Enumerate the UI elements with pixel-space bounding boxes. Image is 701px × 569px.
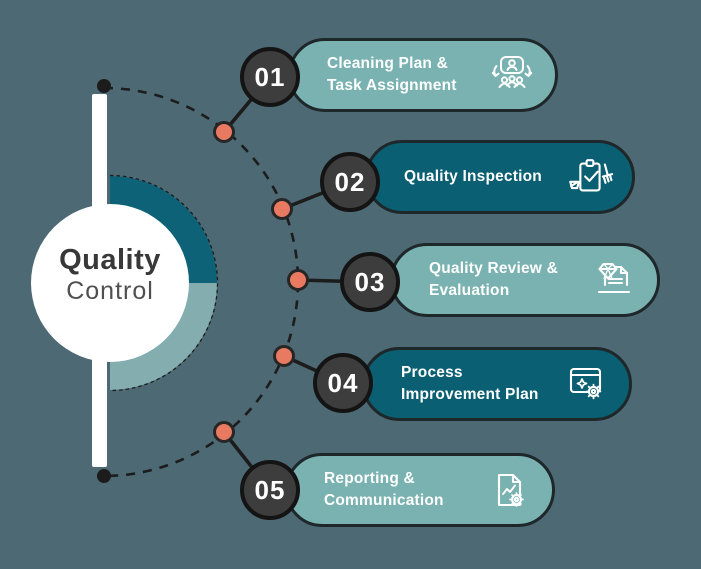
ring-bottom-quarter — [110, 283, 217, 390]
inspection-clipboard-icon — [564, 154, 614, 200]
step-number-2: 02 — [320, 152, 380, 212]
step-pill-1: Cleaning Plan & Task Assignment — [288, 38, 558, 112]
step-2-label: Quality Inspection — [404, 167, 542, 185]
step-5-label: Reporting & Communication — [324, 469, 444, 509]
step-number-5: 05 — [240, 460, 300, 520]
step-4-label: Process Improvement Plan — [401, 363, 539, 403]
ring-top-quarter — [110, 176, 217, 283]
arc-start-dot — [97, 79, 111, 93]
diagram-title: Quality Control — [30, 244, 190, 306]
step-3-label: Quality Review & Evaluation — [429, 259, 558, 299]
process-settings-window-icon — [561, 361, 611, 407]
step-pill-3: Quality Review & Evaluation — [390, 243, 660, 317]
step-number-4: 04 — [313, 353, 373, 413]
quality-gem-document-icon — [589, 257, 639, 303]
step-pill-5: Reporting & Communication — [285, 453, 555, 527]
step-pill-4: Process Improvement Plan — [362, 347, 632, 421]
accent-dots — [213, 121, 309, 443]
arc-end-dot — [97, 469, 111, 483]
report-document-gear-icon — [484, 467, 534, 513]
ring-dashed-edge — [109, 174, 219, 392]
title-line-2: Control — [66, 277, 154, 306]
title-line-1: Quality — [59, 244, 161, 276]
step-pill-2: Quality Inspection — [365, 140, 635, 214]
dashed-arc — [103, 86, 300, 478]
team-assignment-icon — [487, 52, 537, 98]
step-1-label: Cleaning Plan & Task Assignment — [327, 54, 457, 94]
center-circle — [31, 204, 189, 362]
step-number-1: 01 — [240, 47, 300, 107]
step-number-3: 03 — [340, 252, 400, 312]
